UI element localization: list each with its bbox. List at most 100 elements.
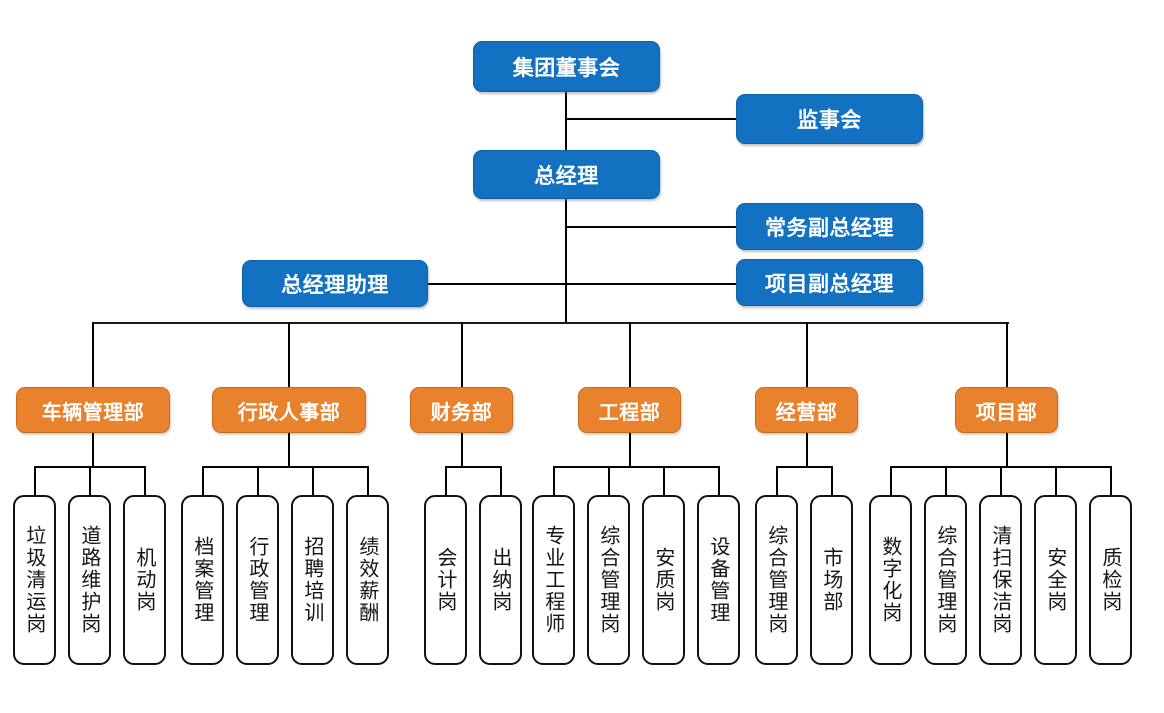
- position-box-5-1[interactable]: 综合管理岗: [755, 495, 798, 665]
- connector-leaf-2-3: [311, 466, 314, 495]
- node-executive-deputy-gm[interactable]: 常务副总经理: [736, 203, 923, 250]
- connector-dept-2-bus: [202, 466, 368, 468]
- connector-dept-1-stem: [92, 433, 94, 466]
- connector-leaf-3-2: [499, 466, 502, 495]
- connector-leaf-3-1: [444, 466, 447, 495]
- connector-gm-to-exec-deputy: [565, 226, 737, 228]
- connector-dept-4-bus: [553, 466, 719, 468]
- position-label: 质检岗: [1098, 547, 1123, 613]
- connector-bus-to-dept-6: [1005, 322, 1008, 387]
- position-box-6-4[interactable]: 安全岗: [1034, 495, 1077, 665]
- position-box-4-3[interactable]: 安质岗: [642, 495, 685, 665]
- connector-leaf-6-3: [999, 466, 1002, 495]
- position-box-4-2[interactable]: 综合管理岗: [587, 495, 630, 665]
- connector-board-to-supervisory: [565, 118, 737, 120]
- department-box-2[interactable]: 行政人事部: [212, 387, 366, 433]
- connector-leaf-1-3: [143, 466, 146, 495]
- connector-leaf-6-1: [889, 466, 892, 495]
- department-box-6[interactable]: 项目部: [955, 387, 1058, 433]
- position-box-2-3[interactable]: 招聘培训: [291, 495, 334, 665]
- position-label: 会计岗: [433, 547, 458, 613]
- connector-dept-4-stem: [628, 433, 631, 466]
- position-box-5-2[interactable]: 市场部: [810, 495, 853, 665]
- connector-board-trunk: [565, 92, 567, 150]
- connector-leaf-1-2: [88, 466, 91, 495]
- connector-leaf-5-1: [775, 466, 778, 495]
- position-label: 垃圾清运岗: [22, 525, 47, 635]
- connector-bus-to-dept-1: [92, 322, 94, 387]
- connector-dept-2-stem: [288, 433, 290, 466]
- connector-dept-5-stem: [805, 433, 808, 466]
- connector-leaf-4-2: [607, 466, 610, 495]
- department-bus-line: [92, 322, 1009, 324]
- position-box-2-2[interactable]: 行政管理: [236, 495, 279, 665]
- connector-bus-to-dept-2: [288, 322, 290, 387]
- connector-leaf-5-2: [830, 466, 833, 495]
- position-box-1-1[interactable]: 垃圾清运岗: [13, 495, 56, 665]
- connector-bus-to-dept-5: [805, 322, 808, 387]
- department-label: 财务部: [430, 399, 493, 424]
- department-box-3[interactable]: 财务部: [410, 387, 513, 433]
- connector-leaf-1-1: [33, 466, 36, 495]
- connector-gm-assistant: [428, 283, 566, 285]
- department-label: 车辆管理部: [41, 399, 145, 424]
- connector-bus-to-dept-4: [628, 322, 631, 387]
- department-label: 工程部: [598, 399, 661, 424]
- connector-dept-6-stem: [1005, 433, 1008, 466]
- position-label: 机动岗: [132, 547, 157, 613]
- position-label: 道路维护岗: [77, 525, 102, 635]
- position-box-6-1[interactable]: 数字化岗: [869, 495, 912, 665]
- position-box-2-1[interactable]: 档案管理: [181, 495, 224, 665]
- department-label: 项目部: [975, 399, 1038, 424]
- connector-gm-trunk: [565, 199, 567, 323]
- position-label: 专业工程师: [541, 525, 566, 635]
- node-supervisory-board[interactable]: 监事会: [736, 94, 923, 144]
- connector-leaf-2-4: [366, 466, 369, 495]
- connector-leaf-6-5: [1109, 466, 1112, 495]
- position-label: 清扫保洁岗: [988, 525, 1013, 635]
- connector-dept-3-stem: [460, 433, 463, 466]
- position-box-3-2[interactable]: 出纳岗: [479, 495, 522, 665]
- position-label: 数字化岗: [878, 536, 903, 624]
- position-box-1-2[interactable]: 道路维护岗: [68, 495, 111, 665]
- position-label: 档案管理: [190, 536, 215, 624]
- department-box-1[interactable]: 车辆管理部: [16, 387, 170, 433]
- position-label: 市场部: [819, 547, 844, 613]
- connector-bus-to-dept-3: [460, 322, 463, 387]
- position-label: 安全岗: [1043, 547, 1068, 613]
- department-box-5[interactable]: 经营部: [755, 387, 858, 433]
- position-label: 绩效薪酬: [355, 536, 380, 624]
- connector-leaf-4-4: [717, 466, 720, 495]
- node-general-manager[interactable]: 总经理: [473, 150, 660, 199]
- connector-gm-to-project-deputy: [565, 283, 737, 285]
- node-project-deputy-gm[interactable]: 项目副总经理: [736, 259, 923, 306]
- connector-leaf-6-2: [944, 466, 947, 495]
- position-label: 综合管理岗: [596, 525, 621, 635]
- department-label: 行政人事部: [237, 399, 341, 424]
- position-label: 安质岗: [651, 547, 676, 613]
- department-label: 经营部: [775, 399, 838, 424]
- position-label: 综合管理岗: [764, 525, 789, 635]
- position-box-2-4[interactable]: 绩效薪酬: [346, 495, 389, 665]
- connector-leaf-4-1: [552, 466, 555, 495]
- position-box-3-1[interactable]: 会计岗: [424, 495, 467, 665]
- position-label: 行政管理: [245, 536, 270, 624]
- connector-dept-5-bus: [776, 466, 832, 468]
- connector-leaf-2-1: [201, 466, 204, 495]
- position-label: 招聘培训: [300, 536, 325, 624]
- position-box-4-4[interactable]: 设备管理: [697, 495, 740, 665]
- department-box-4[interactable]: 工程部: [578, 387, 681, 433]
- position-box-6-5[interactable]: 质检岗: [1089, 495, 1132, 665]
- position-box-6-2[interactable]: 综合管理岗: [924, 495, 967, 665]
- node-board[interactable]: 集团董事会: [473, 41, 660, 92]
- position-label: 设备管理: [706, 536, 731, 624]
- position-box-6-3[interactable]: 清扫保洁岗: [979, 495, 1022, 665]
- position-box-4-1[interactable]: 专业工程师: [532, 495, 575, 665]
- position-box-1-3[interactable]: 机动岗: [123, 495, 166, 665]
- connector-leaf-4-3: [662, 466, 665, 495]
- connector-dept-3-bus: [445, 466, 501, 468]
- position-label: 综合管理岗: [933, 525, 958, 635]
- node-gm-assistant[interactable]: 总经理助理: [242, 260, 428, 307]
- connector-leaf-2-2: [256, 466, 259, 495]
